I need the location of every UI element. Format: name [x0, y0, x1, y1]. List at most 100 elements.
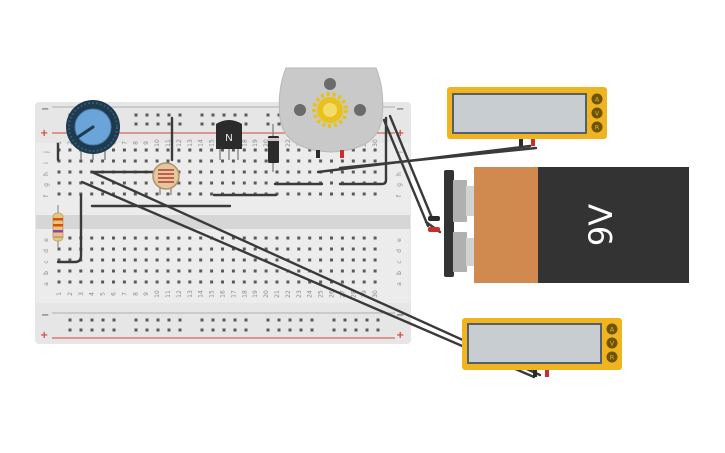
bottom-rail-hole[interactable]	[277, 328, 281, 332]
breadboard-hole[interactable]	[340, 247, 344, 251]
breadboard-hole[interactable]	[351, 192, 355, 196]
breadboard-hole[interactable]	[330, 247, 333, 251]
breadboard-hole[interactable]	[253, 170, 257, 174]
bottom-rail-hole[interactable]	[79, 328, 83, 332]
breadboard-hole[interactable]	[264, 258, 268, 262]
breadboard-hole[interactable]	[177, 269, 181, 273]
bottom-rail-hole[interactable]	[288, 318, 292, 322]
breadboard-hole[interactable]	[308, 236, 312, 240]
wire-rail-right[interactable]	[338, 116, 388, 186]
breadboard-hole[interactable]	[68, 280, 72, 284]
breadboard-hole[interactable]	[362, 280, 366, 284]
breadboard-hole[interactable]	[242, 159, 246, 163]
breadboard-hole[interactable]	[362, 192, 366, 196]
top-rail-hole[interactable]	[277, 113, 281, 117]
breadboard-hole[interactable]	[166, 269, 170, 273]
breadboard-hole[interactable]	[155, 280, 159, 284]
breadboard-hole[interactable]	[242, 247, 246, 251]
breadboard-hole[interactable]	[231, 236, 235, 240]
breadboard-hole[interactable]	[340, 280, 344, 284]
breadboard-hole[interactable]	[253, 148, 257, 152]
breadboard-hole[interactable]	[122, 269, 126, 273]
bottom-rail-hole[interactable]	[233, 328, 237, 332]
multimeter-bottom-mode-v[interactable]: V	[606, 337, 618, 349]
breadboard-hole[interactable]	[253, 280, 257, 284]
breadboard-hole[interactable]	[373, 236, 377, 240]
bottom-rail-hole[interactable]	[266, 318, 270, 322]
breadboard-hole[interactable]	[351, 269, 355, 273]
breadboard-hole[interactable]	[101, 192, 105, 196]
breadboard-hole[interactable]	[286, 170, 290, 174]
breadboard-hole[interactable]	[155, 192, 159, 196]
breadboard-hole[interactable]	[133, 269, 137, 273]
breadboard-hole[interactable]	[231, 280, 235, 284]
breadboard-hole[interactable]	[286, 247, 290, 251]
breadboard-hole[interactable]	[330, 236, 333, 240]
top-rail-hole[interactable]	[178, 122, 182, 126]
bottom-rail-hole[interactable]	[145, 318, 149, 322]
bottom-rail-hole[interactable]	[167, 318, 171, 322]
breadboard-hole[interactable]	[199, 192, 203, 196]
breadboard-hole[interactable]	[144, 258, 148, 262]
breadboard-hole[interactable]	[90, 247, 94, 251]
breadboard-hole[interactable]	[199, 258, 203, 262]
breadboard-hole[interactable]	[199, 148, 203, 152]
breadboard-hole[interactable]	[264, 170, 268, 174]
breadboard-hole[interactable]	[188, 148, 192, 152]
multimeter-top[interactable]: A V R	[447, 87, 607, 146]
breadboard-hole[interactable]	[351, 247, 355, 251]
breadboard-hole[interactable]	[101, 247, 105, 251]
breadboard-hole[interactable]	[68, 236, 72, 240]
bottom-rail-hole[interactable]	[211, 328, 215, 332]
breadboard-hole[interactable]	[177, 181, 181, 185]
bottom-rail-hole[interactable]	[266, 328, 270, 332]
breadboard-hole[interactable]	[199, 236, 203, 240]
breadboard-hole[interactable]	[122, 192, 126, 196]
breadboard-hole[interactable]	[297, 159, 301, 163]
breadboard-hole[interactable]	[122, 181, 126, 185]
breadboard-hole[interactable]	[340, 170, 344, 174]
breadboard-hole[interactable]	[253, 181, 257, 185]
top-rail-hole[interactable]	[178, 113, 182, 117]
top-rail-hole[interactable]	[233, 113, 237, 117]
breadboard-hole[interactable]	[373, 247, 377, 251]
breadboard-hole[interactable]	[122, 236, 126, 240]
battery-terminal-top[interactable]	[453, 180, 467, 222]
bottom-rail-hole[interactable]	[244, 328, 248, 332]
bottom-power-rail[interactable]	[36, 303, 410, 343]
breadboard-hole[interactable]	[122, 280, 126, 284]
top-rail-hole[interactable]	[156, 113, 160, 117]
breadboard-hole[interactable]	[144, 192, 148, 196]
bottom-rail-hole[interactable]	[343, 318, 347, 322]
battery-terminal-bottom[interactable]	[453, 232, 467, 272]
breadboard-hole[interactable]	[286, 192, 290, 196]
bottom-rail-hole[interactable]	[365, 318, 369, 322]
breadboard-hole[interactable]	[242, 269, 246, 273]
breadboard-hole[interactable]	[231, 247, 235, 251]
resistor[interactable]	[52, 205, 64, 248]
breadboard-hole[interactable]	[242, 181, 246, 185]
breadboard-hole[interactable]	[253, 236, 257, 240]
potentiometer[interactable]	[66, 100, 120, 160]
breadboard-hole[interactable]	[264, 247, 268, 251]
breadboard-hole[interactable]	[308, 247, 312, 251]
breadboard-hole[interactable]	[210, 280, 214, 284]
photoresistor[interactable]	[152, 162, 180, 195]
bottom-rail-hole[interactable]	[112, 328, 116, 332]
breadboard-hole[interactable]	[297, 258, 301, 262]
bottom-rail-hole[interactable]	[178, 318, 182, 322]
breadboard-hole[interactable]	[330, 170, 333, 174]
breadboard-hole[interactable]	[221, 258, 224, 262]
breadboard-hole[interactable]	[275, 280, 279, 284]
breadboard-hole[interactable]	[286, 159, 290, 163]
breadboard-hole[interactable]	[79, 280, 83, 284]
breadboard-hole[interactable]	[101, 269, 105, 273]
breadboard-hole[interactable]	[308, 280, 312, 284]
wire-to-bottom-meter-b[interactable]	[80, 180, 536, 379]
bottom-rail-hole[interactable]	[332, 328, 336, 332]
breadboard-hole[interactable]	[199, 269, 203, 273]
breadboard-hole[interactable]	[319, 280, 323, 284]
breadboard-hole[interactable]	[101, 181, 105, 185]
breadboard-hole[interactable]	[122, 247, 126, 251]
breadboard-hole[interactable]	[57, 159, 61, 163]
